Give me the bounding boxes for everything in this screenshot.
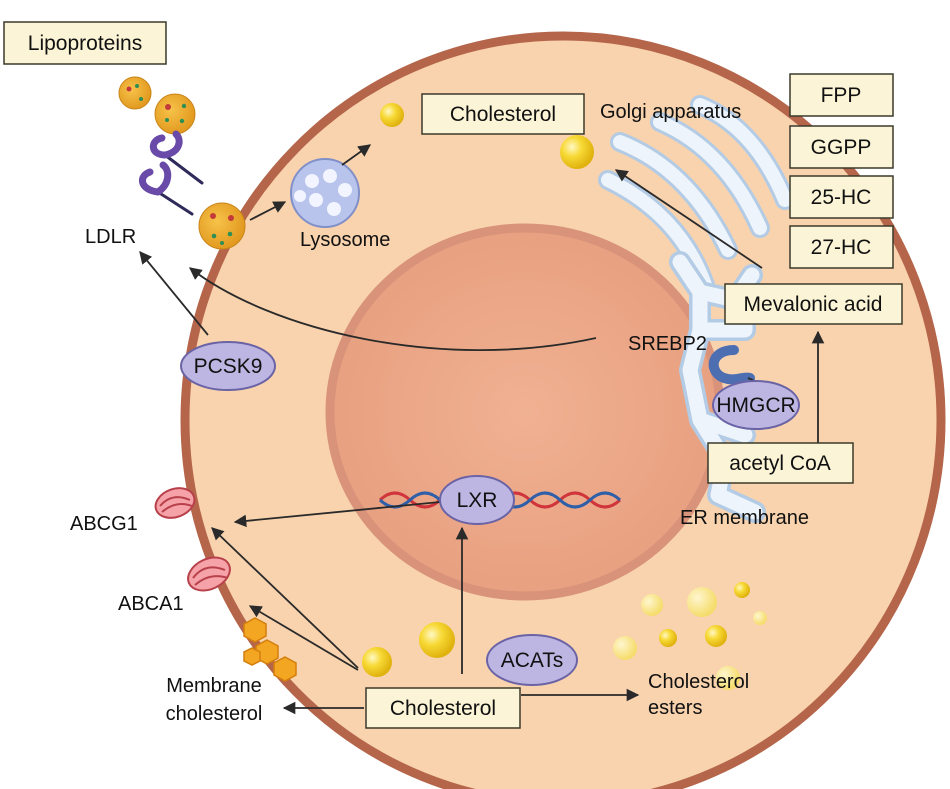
lipoproteins-label: Lipoproteins xyxy=(28,32,142,55)
arrow-cholesterol-to-abcg1 xyxy=(211,527,359,669)
lipoprotein-particles xyxy=(118,76,246,250)
cholesterol-top-box xyxy=(421,93,585,135)
label-boxes xyxy=(3,21,903,729)
hc25-label: 25-HC xyxy=(811,186,872,209)
ggpp-box xyxy=(789,125,894,169)
cholesterol-bottom-box xyxy=(365,687,521,729)
cholesterol-ester-droplets xyxy=(613,582,767,690)
hc27-box xyxy=(789,225,894,269)
lxr-label: LXR xyxy=(457,489,498,512)
ldl-receptors xyxy=(139,130,204,216)
nucleus xyxy=(325,223,725,601)
pcsk9-oval xyxy=(180,341,276,391)
fpp-label: FPP xyxy=(821,84,862,107)
ggpp-label: GGPP xyxy=(811,136,872,159)
arrow-pcsk9-to-ldlr xyxy=(139,251,209,336)
acats-oval xyxy=(486,634,578,686)
arrow-mevalonic-to-golgi xyxy=(614,169,763,269)
cholesterol-esters-label-line1: Cholesterol xyxy=(648,671,749,693)
golgi-apparatus xyxy=(598,95,795,295)
abcg1-label: ABCG1 xyxy=(70,513,138,535)
arrow-lxr-to-abcg1 xyxy=(233,501,441,528)
ldlr-label: LDLR xyxy=(85,226,136,248)
lysosome-label: Lysosome xyxy=(300,229,390,251)
acetyl-coa-label: acetyl CoA xyxy=(729,452,831,475)
arrow-lysosome-to-cholesterol xyxy=(341,144,372,166)
mevalonic-acid-box xyxy=(724,283,903,325)
lxr-oval xyxy=(439,475,515,525)
srebp2-label: SREBP2 xyxy=(628,333,707,355)
membrane-cholesterol-molecules xyxy=(243,617,297,682)
golgi-label: Golgi apparatus xyxy=(600,101,741,123)
er-membrane xyxy=(669,251,801,523)
mevalonic-acid-label: Mevalonic acid xyxy=(744,293,883,316)
hc25-box xyxy=(789,175,894,219)
abcg1-transporter xyxy=(154,487,196,519)
cholesterol-bottom-label: Cholesterol xyxy=(390,697,496,720)
membrane-cholesterol-label-line2: cholesterol xyxy=(166,703,263,725)
protein-ovals xyxy=(180,341,800,686)
cholesterol-top-label: Cholesterol xyxy=(450,103,556,126)
lipoproteins-box xyxy=(3,21,167,65)
srebp2-protein xyxy=(708,345,755,385)
hc27-label: 27-HC xyxy=(811,236,872,259)
hmgcr-oval xyxy=(712,380,800,430)
cholesterol-droplets xyxy=(362,103,594,677)
acetyl-coa-box xyxy=(707,442,854,484)
cholesterol-esters-label-line2: esters xyxy=(648,697,702,719)
pcsk9-label: PCSK9 xyxy=(194,355,263,378)
abca1-label: ABCA1 xyxy=(118,593,184,615)
lysosome xyxy=(290,158,360,228)
abca1-transporter xyxy=(187,556,231,592)
fpp-box xyxy=(789,73,894,117)
arrow-srebp2-to-ldlr xyxy=(189,267,597,352)
arrow-cholesterol-to-abca1 xyxy=(248,605,359,671)
arrow-lipoprotein-to-lysosome xyxy=(249,201,287,221)
er-membrane-label: ER membrane xyxy=(680,507,809,529)
acats-label: ACATs xyxy=(501,649,564,672)
hmgcr-label: HMGCR xyxy=(716,394,795,417)
membrane-cholesterol-label-line1: Membrane xyxy=(166,675,262,697)
